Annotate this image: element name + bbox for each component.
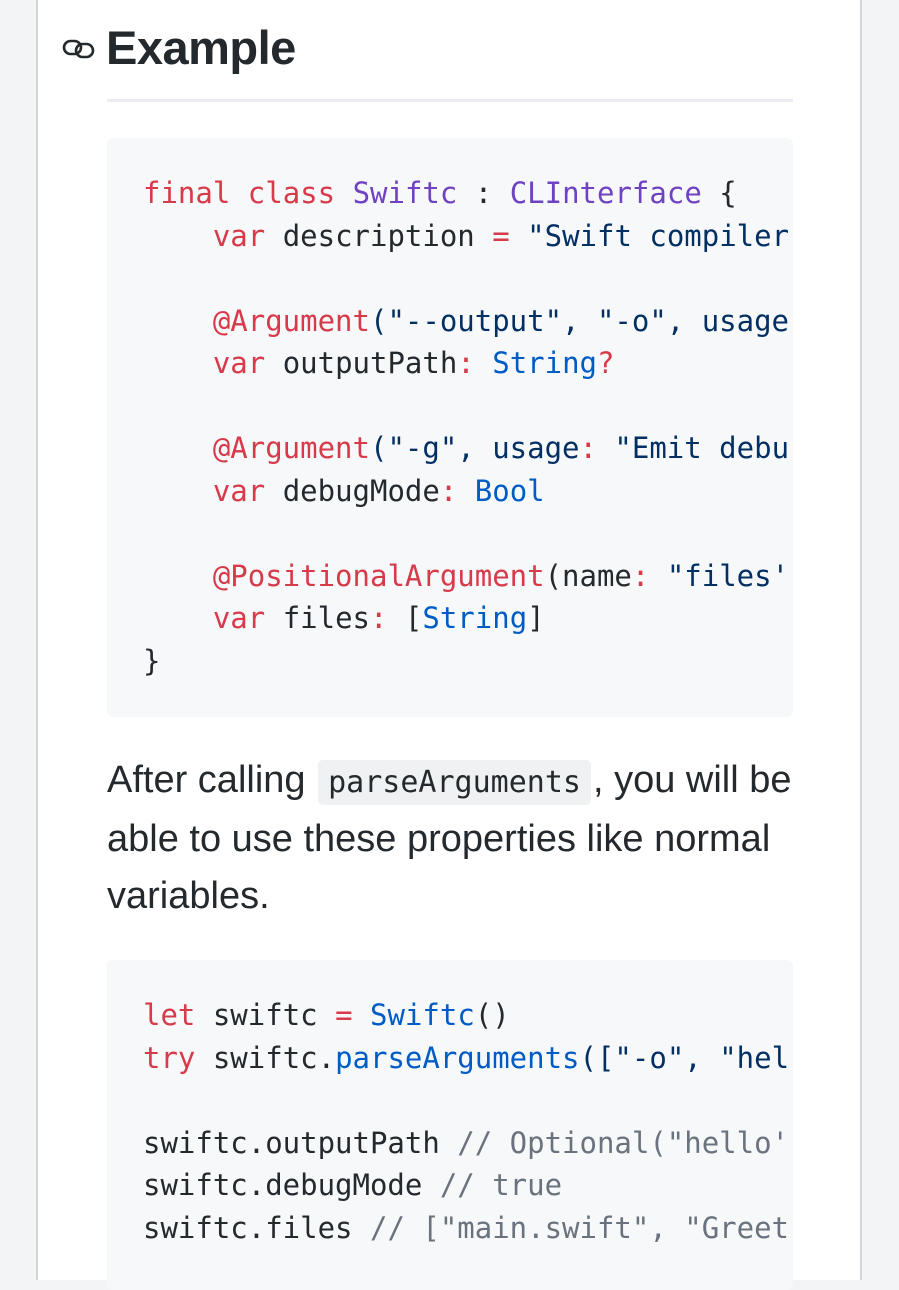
- code-token: String: [422, 601, 528, 635]
- code-token: "Swift compiler: [509, 218, 790, 253]
- code-token: CLInterface: [509, 176, 702, 210]
- code-token: swiftc: [195, 998, 336, 1032]
- code-token: @Argument: [212, 431, 370, 465]
- code-token: class: [247, 176, 336, 210]
- link-icon[interactable]: [62, 33, 98, 63]
- code-line: final class Swiftc : CLInterface {: [143, 172, 793, 215]
- code-token: debugMode: [265, 473, 440, 508]
- code-text: final class Swiftc : CLInterface { var d…: [107, 138, 793, 682]
- code-block-class-definition: final class Swiftc : CLInterface { var d…: [107, 138, 793, 717]
- code-line: var debugMode: Bool: [143, 470, 793, 513]
- code-token: [143, 304, 213, 338]
- code-line: @Argument("-g", usage: "Emit debu: [143, 427, 793, 470]
- paragraph-text-before: After calling: [107, 759, 317, 801]
- code-token: files: [265, 601, 370, 635]
- code-token: :: [457, 176, 510, 210]
- code-token: [457, 474, 474, 508]
- paragraph-text-after: , you will be able to use these properti…: [107, 759, 792, 917]
- code-token: var: [212, 218, 266, 253]
- code-line: @Argument("--output", "-o", usage: [143, 300, 793, 343]
- code-line: [143, 512, 793, 555]
- code-token: [335, 176, 352, 210]
- code-token: String: [492, 346, 597, 380]
- code-token: (): [474, 998, 510, 1032]
- code-token: :: [370, 601, 388, 635]
- code-token: "Emit debu: [596, 431, 790, 465]
- code-token: // Optional("hello': [457, 1125, 790, 1160]
- code-token: =: [492, 218, 510, 253]
- code-token: swiftc.: [195, 1040, 336, 1075]
- code-token: =: [335, 998, 353, 1032]
- code-token: swiftc.files: [143, 1210, 370, 1245]
- code-token: Swiftc: [370, 998, 475, 1032]
- code-token: Bool: [474, 473, 545, 508]
- code-token: :: [579, 431, 597, 465]
- code-token: :: [631, 558, 650, 593]
- code-token: ("-g", usage: [369, 431, 580, 465]
- code-token: [143, 601, 213, 635]
- code-token: [143, 219, 213, 253]
- code-token: [143, 474, 213, 508]
- code-token: try: [143, 1040, 196, 1075]
- code-line: swiftc.files // ["main.swift", "Greet: [143, 1207, 793, 1250]
- code-token: [353, 998, 370, 1032]
- inline-code-parse-arguments: parseArguments: [318, 760, 591, 805]
- code-token: ]: [527, 601, 545, 635]
- code-token: @Argument: [212, 303, 370, 338]
- code-line: swiftc.debugMode // true: [143, 1164, 793, 1207]
- code-token: let: [143, 998, 196, 1032]
- code-token: ?: [597, 346, 615, 380]
- code-line: [143, 257, 793, 300]
- code-line: var description = "Swift compiler: [143, 215, 793, 258]
- code-token: // true: [439, 1168, 563, 1202]
- code-token: [143, 431, 213, 465]
- code-token: var: [212, 346, 266, 380]
- code-token: {: [701, 176, 737, 210]
- code-token: swiftc.outputPath: [143, 1125, 458, 1160]
- code-token: [475, 346, 492, 380]
- code-token: description: [265, 218, 493, 253]
- code-token: (["-o", "hel: [579, 1040, 790, 1075]
- code-line: try swiftc.parseArguments(["-o", "hel: [143, 1037, 793, 1080]
- code-line: [143, 1079, 793, 1122]
- code-token: outputPath: [265, 346, 458, 380]
- code-line: }: [143, 640, 793, 683]
- code-token: (name: [544, 558, 632, 593]
- code-line: let swiftc = Swiftc(): [143, 994, 793, 1037]
- code-token: ("--output", "-o", usage: [369, 303, 790, 338]
- code-line: var files: [String]: [143, 597, 793, 640]
- code-token: [143, 559, 213, 593]
- code-token: // ["main.swift", "Greet: [369, 1210, 790, 1245]
- code-line: swiftc.outputPath // Optional("hello': [143, 1122, 793, 1165]
- code-token: Swiftc: [352, 176, 458, 210]
- code-token: :: [457, 346, 475, 380]
- code-token: swiftc.debugMode: [143, 1168, 440, 1202]
- code-token: }: [143, 643, 161, 678]
- code-token: [143, 346, 213, 380]
- code-line: [143, 385, 793, 428]
- section-heading: Example: [62, 20, 296, 75]
- code-token: var: [212, 601, 266, 635]
- code-token: final: [143, 176, 231, 210]
- heading-divider: [107, 99, 793, 102]
- code-token: var: [212, 473, 266, 508]
- code-line: var outputPath: String?: [143, 342, 793, 385]
- code-token: :: [439, 473, 458, 508]
- code-text: let swiftc = Swiftc()try swiftc.parseArg…: [107, 960, 793, 1249]
- code-line: @PositionalArgument(name: "files': [143, 555, 793, 598]
- code-block-usage-example: let swiftc = Swiftc()try swiftc.parseArg…: [107, 960, 793, 1290]
- body-paragraph: After calling parseArguments, you will b…: [107, 752, 807, 925]
- heading-title: Example: [106, 21, 296, 74]
- code-token: "files': [649, 558, 790, 593]
- code-token: [230, 176, 247, 210]
- code-token: @PositionalArgument: [212, 558, 545, 593]
- code-token: parseArguments: [335, 1040, 580, 1075]
- code-token: [: [387, 601, 423, 635]
